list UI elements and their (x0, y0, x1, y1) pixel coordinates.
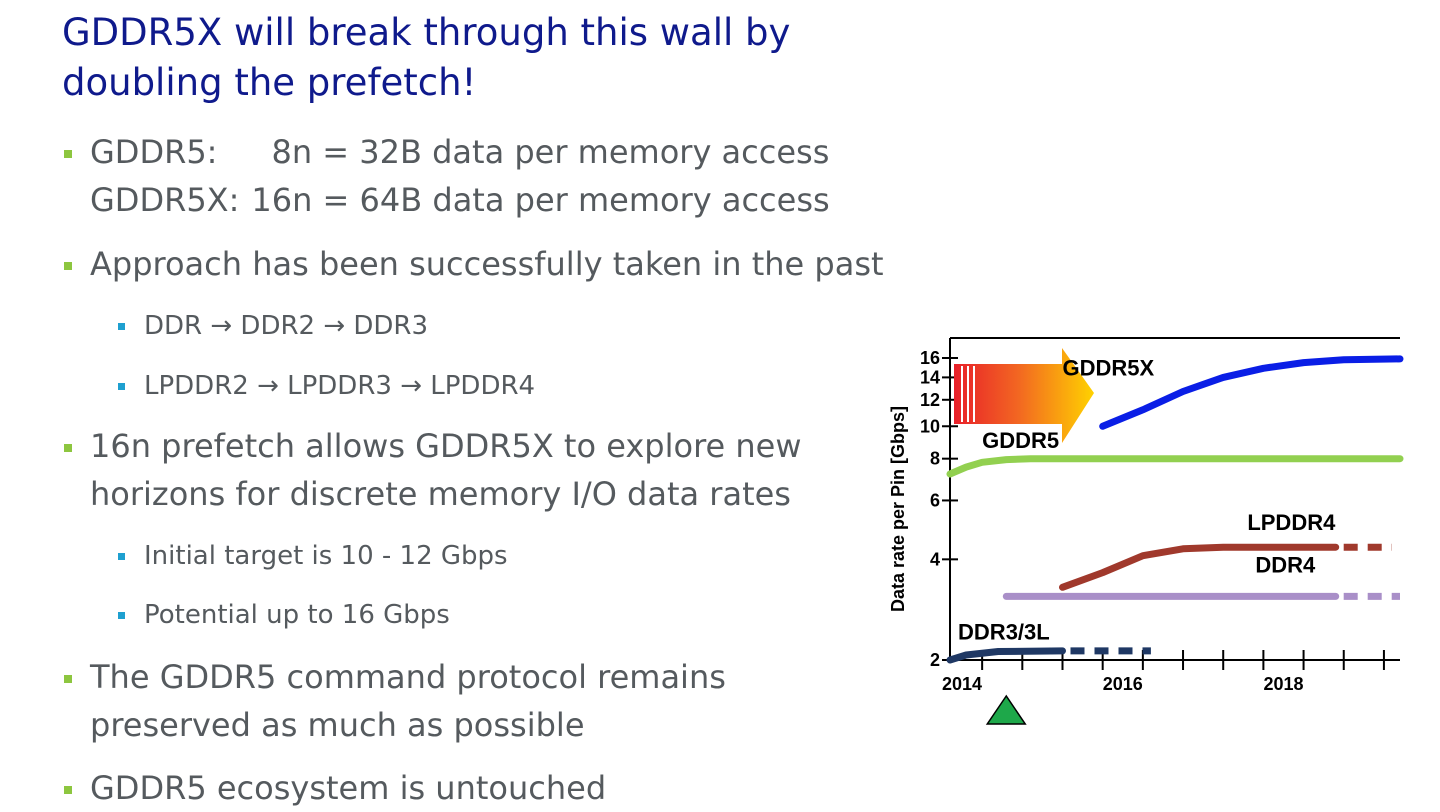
bullet-approach: Approach has been successfully taken in … (62, 240, 884, 288)
series-label-ddr4: DDR4 (1255, 553, 1316, 578)
protocol-text-line-1: The GDDR5 command protocol remains (90, 658, 726, 696)
y-tick-label: 10 (920, 416, 940, 436)
prefetch-text-line-1: 16n prefetch allows GDDR5X to explore ne… (90, 427, 802, 465)
y-tick-label: 6 (930, 490, 940, 510)
series-line-gddr5x (1099, 355, 1404, 430)
subbullet-marker (118, 553, 125, 560)
bullet-command-protocol: The GDDR5 command protocol remains prese… (62, 653, 726, 749)
subbullet-initial-target: Initial target is 10 - 12 Gbps (116, 540, 508, 572)
subbullet-marker (118, 323, 125, 330)
series-label-ddr3-3l: DDR3/3L (958, 620, 1050, 645)
bullet-marker (64, 150, 72, 158)
bullet-marker (64, 675, 72, 683)
speed-arrow (954, 348, 1094, 443)
x-tick-label: 2014 (942, 674, 982, 694)
y-tick-label: 2 (930, 650, 940, 670)
bullet-marker (64, 262, 72, 270)
bullet-marker (64, 786, 72, 794)
lpddr-progression-text: LPDDR2 → LPDDR3 → LPDDR4 (144, 371, 536, 401)
ecosystem-text: GDDR5 ecosystem is untouched (90, 769, 607, 807)
initial-target-text: Initial target is 10 - 12 Gbps (144, 541, 508, 571)
subbullet-marker (118, 612, 125, 619)
potential-text: Potential up to 16 Gbps (144, 600, 450, 630)
approach-text: Approach has been successfully taken in … (90, 245, 884, 283)
y-tick-label: 8 (930, 449, 940, 469)
title-line-1: GDDR5X will break through this wall by (62, 11, 791, 54)
series-line-ddr3-3l (946, 647, 1066, 664)
series-line-lpddr4 (1059, 543, 1340, 591)
bullet-marker (64, 444, 72, 452)
y-tick-label: 16 (920, 348, 940, 368)
gddr5-label: GDDR5: (90, 133, 218, 171)
subbullet-marker (118, 383, 125, 390)
title-line-2: doubling the prefetch! (62, 61, 477, 104)
x-tick-label: 2018 (1263, 674, 1303, 694)
gddr5x-label: GDDR5X: (90, 181, 240, 219)
bullet-16n-prefetch: 16n prefetch allows GDDR5X to explore ne… (62, 422, 802, 518)
gddr5x-prefetch-text: 16n = 64B data per memory access (251, 181, 830, 219)
series-label-gddr5: GDDR5 (982, 428, 1059, 453)
ddr-progression-text: DDR → DDR2 → DDR3 (144, 311, 429, 341)
subbullet-ddr: DDR → DDR2 → DDR3 (116, 310, 428, 342)
series-line-gddr5 (946, 455, 1404, 478)
subbullet-potential: Potential up to 16 Gbps (116, 599, 450, 631)
launch-marker-triangle (985, 694, 1027, 725)
bullet-prefetch-comparison: GDDR5: 8n = 32B data per memory access GD… (62, 128, 830, 224)
prefetch-text-line-2: horizons for discrete memory I/O data ra… (90, 475, 791, 513)
x-tick-label: 2016 (1103, 674, 1143, 694)
gddr5-prefetch-text: 8n = 32B data per memory access (271, 133, 830, 171)
series-label-lpddr4: LPDDR4 (1247, 510, 1336, 535)
y-tick-label: 12 (920, 390, 940, 410)
y-axis-label: Data rate per Pin [Gbps] (888, 406, 908, 612)
slide-title: GDDR5X will break through this wall by d… (62, 8, 882, 108)
bullet-ecosystem: GDDR5 ecosystem is untouched (62, 764, 606, 812)
y-tick-label: 4 (930, 549, 940, 569)
series-label-gddr5x: GDDR5X (1063, 355, 1155, 380)
y-tick-label: 14 (920, 367, 940, 387)
protocol-text-line-2: preserved as much as possible (90, 706, 585, 744)
subbullet-lpddr: LPDDR2 → LPDDR3 → LPDDR4 (116, 370, 535, 402)
